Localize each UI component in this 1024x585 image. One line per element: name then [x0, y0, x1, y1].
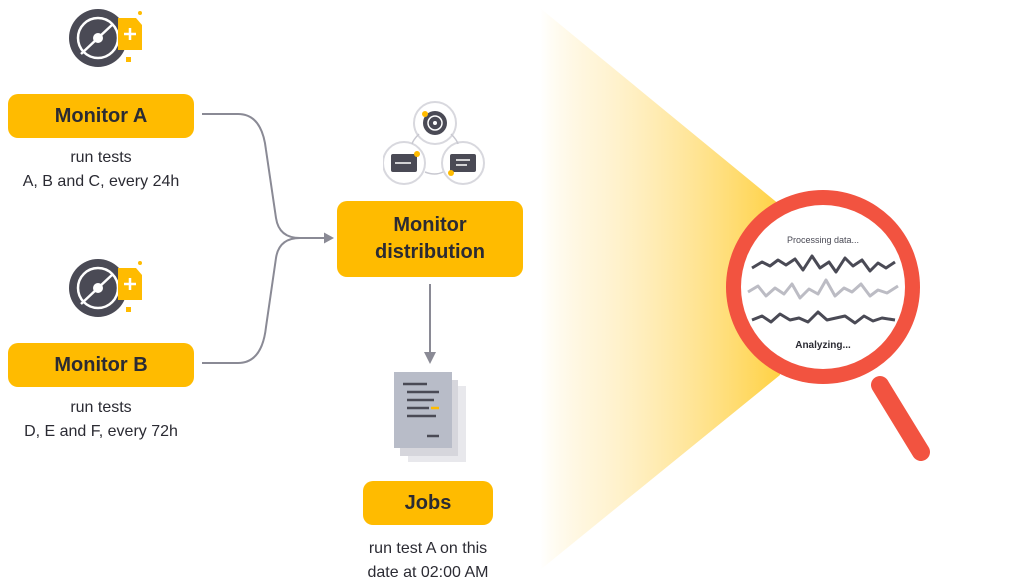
jobs-caption-line1: run test A on this	[368, 540, 488, 557]
distribution-cluster-icon	[383, 101, 485, 185]
monitor-a-caption-line2: A, B and C, every 24h	[22, 173, 180, 190]
distribution-label-line2: distribution	[375, 241, 485, 263]
monitor-distribution-box: Monitor distribution	[337, 201, 523, 277]
magnifier-top-text: Processing data...	[787, 235, 859, 245]
monitor-icon	[69, 259, 142, 317]
jobs-box: Jobs	[363, 481, 493, 525]
jobs-document-icon	[394, 372, 466, 462]
connector-arrowhead	[324, 232, 334, 244]
connector-monitor-b	[202, 237, 301, 364]
monitor-a-caption-line1: run tests	[70, 149, 132, 166]
monitor-b-label: Monitor B	[54, 353, 148, 376]
monitor-b-box: Monitor B	[8, 343, 194, 387]
magnifier-icon: Processing data... Analyzing...	[726, 190, 930, 461]
monitor-b-caption-line2: D, E and F, every 72h	[24, 423, 178, 440]
monitor-b-caption-line1: run tests	[70, 399, 132, 416]
jobs-label: Jobs	[404, 491, 452, 514]
connector-monitor-a	[202, 113, 326, 239]
magnifier-wave-1	[751, 254, 896, 274]
magnifier-bottom-text: Analyzing...	[795, 340, 851, 351]
magnifier-beam	[540, 8, 780, 570]
jobs-caption: run test A on this date at 02:00 AM	[330, 537, 526, 585]
jobs-caption-line2: date at 02:00 AM	[367, 564, 489, 581]
monitor-a-box: Monitor A	[8, 94, 194, 138]
monitor-a-label: Monitor A	[54, 104, 148, 127]
distribution-label-line1: Monitor	[393, 214, 467, 236]
connector-to-jobs-arrowhead	[424, 352, 436, 364]
magnifier-wave-3	[751, 310, 896, 325]
monitor-b-caption: run tests D, E and F, every 72h	[0, 396, 202, 444]
monitor-icon	[69, 9, 142, 67]
magnifier-wave-2	[747, 278, 899, 300]
monitor-a-caption: run tests A, B and C, every 24h	[0, 146, 202, 194]
